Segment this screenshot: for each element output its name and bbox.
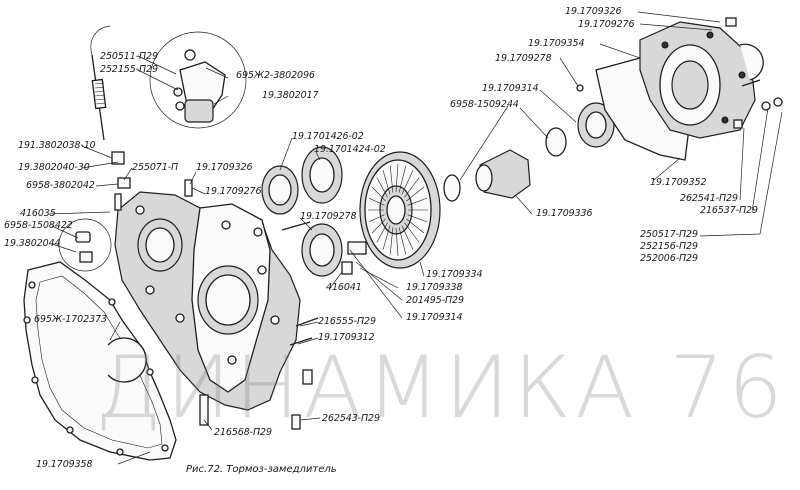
part-label: 6958-1509244	[450, 99, 519, 110]
part-label: 19.1709276	[205, 186, 262, 197]
part-label: 19.1709326	[565, 6, 622, 17]
plug-callout	[58, 218, 112, 272]
part-label: 216537-П29	[700, 205, 758, 216]
part-label: 201495-П29	[406, 295, 464, 306]
part-label: 19.1709338	[406, 282, 463, 293]
part-label: 19.1709312	[318, 332, 375, 343]
snap-ring-right	[739, 43, 764, 81]
bearing-pair	[261, 146, 367, 277]
part-label: 19.1709278	[495, 53, 552, 64]
figure-caption: Рис.72. Тормоз-замедлитель	[186, 464, 337, 475]
part-label: 19.1709278	[300, 211, 357, 222]
shaft-parts	[443, 84, 615, 202]
rotor-disc-19-1709334	[359, 151, 441, 269]
part-label: 416035	[20, 208, 56, 219]
part-label: 19.1709314	[482, 83, 539, 94]
part-label: 19.1701426-02	[292, 131, 364, 142]
part-label: 695Ж2-3802096	[236, 70, 315, 81]
part-label: 262541-П29	[680, 193, 738, 204]
part-label: 250517-П29	[640, 229, 698, 240]
part-label: 19.1709358	[36, 459, 93, 470]
part-label: 262543-П29	[322, 413, 380, 424]
valve-rod	[90, 25, 131, 189]
part-label: 191.3802038-10	[18, 140, 96, 151]
part-label: 19.1709336	[536, 208, 593, 219]
part-label: 250511-П29	[100, 51, 158, 62]
part-label: 19.3802040-30	[18, 162, 90, 173]
leader-lines	[47, 11, 783, 465]
part-label: 252156-П29	[640, 241, 698, 252]
brake-housing-19-1709352	[595, 21, 756, 161]
part-label: 19.1701424-02	[314, 144, 386, 155]
part-label: 252006-П29	[640, 253, 698, 264]
part-label: 19.3802017	[262, 90, 319, 101]
valve-detail-callout	[149, 31, 247, 129]
part-label: 6958-3802042	[26, 180, 95, 191]
part-label: 19.1709326	[196, 162, 253, 173]
snap-ring-left	[107, 337, 147, 383]
main-housing	[114, 191, 301, 411]
part-label: 19.1709314	[406, 312, 463, 323]
gasket-19-1709358	[23, 261, 177, 461]
part-label: 19.3802044	[4, 238, 61, 249]
part-label: 216568-П29	[214, 427, 272, 438]
part-label: 416041	[326, 282, 362, 293]
part-label: 216555-П29	[318, 316, 376, 327]
part-label: 19.1709276	[578, 19, 635, 30]
part-label: 255071-П	[132, 162, 179, 173]
part-label: 695Ж-1702373	[34, 314, 107, 325]
part-label: 6958-1508422	[4, 220, 73, 231]
part-label: 252155-П29	[100, 64, 158, 75]
part-label: 19.1709334	[426, 269, 483, 280]
part-label: 19.1709354	[528, 38, 585, 49]
part-label: 19.1709352	[650, 177, 707, 188]
